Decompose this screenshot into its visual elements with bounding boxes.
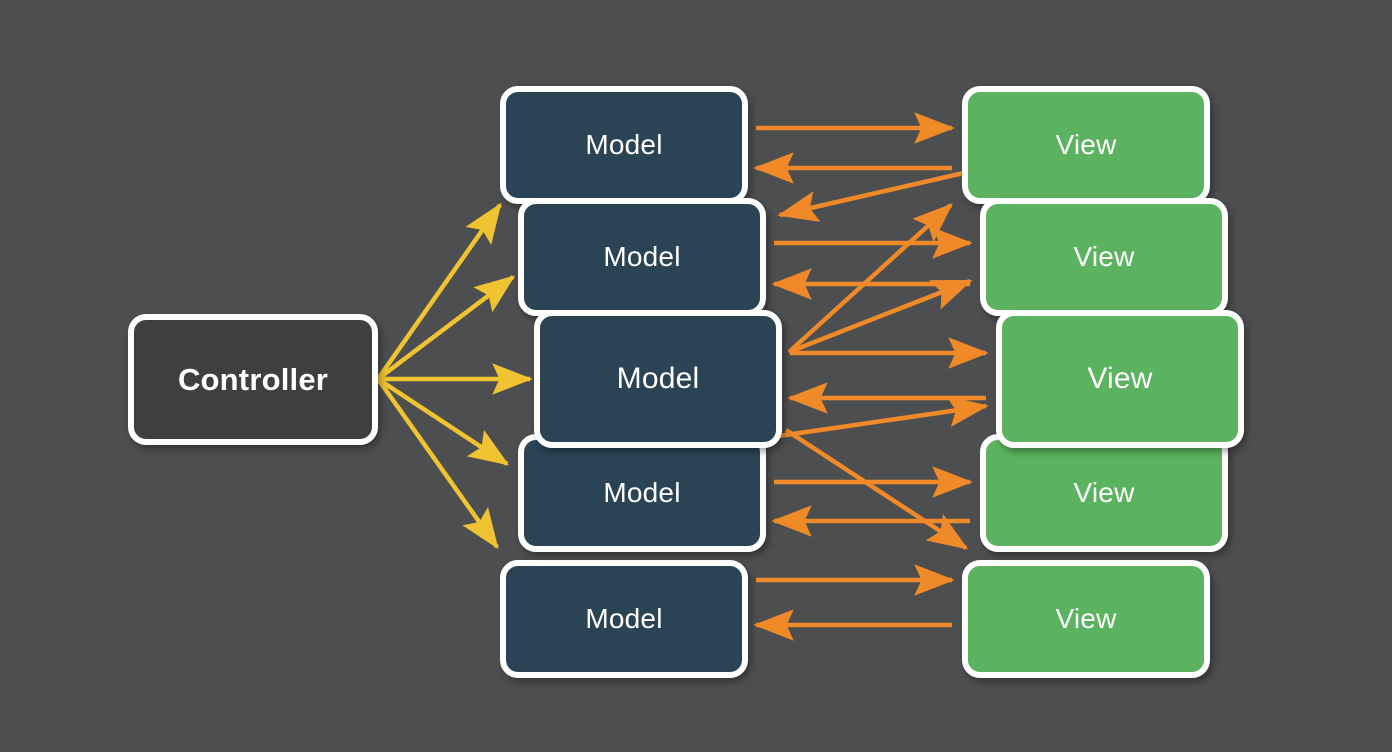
model-node-1-label: Model (585, 129, 663, 160)
view-node-2-label: View (1073, 241, 1135, 272)
view-node-5[interactable]: View (962, 560, 1210, 678)
view-node-4[interactable]: View (980, 434, 1228, 552)
model-node-3-label: Model (616, 362, 700, 395)
view-node-5-label: View (1055, 603, 1117, 634)
model-node-3[interactable]: Model (534, 310, 782, 448)
model-node-5-label: Model (585, 603, 663, 634)
controller-node-label: Controller (177, 361, 329, 397)
view-node-3[interactable]: View (996, 310, 1244, 448)
model-node-4-label: Model (603, 477, 681, 508)
model-node-5[interactable]: Model (500, 560, 748, 678)
view-node-2[interactable]: View (980, 198, 1228, 316)
view-node-1-label: View (1055, 129, 1117, 160)
controller-node[interactable]: Controller (128, 314, 378, 445)
model-node-1[interactable]: Model (500, 86, 748, 204)
model-node-4[interactable]: Model (518, 434, 766, 552)
model-node-2[interactable]: Model (518, 198, 766, 316)
view-node-1[interactable]: View (962, 86, 1210, 204)
model-node-2-label: Model (603, 241, 681, 272)
view-node-3-label: View (1087, 362, 1153, 395)
view-node-4-label: View (1073, 477, 1135, 508)
